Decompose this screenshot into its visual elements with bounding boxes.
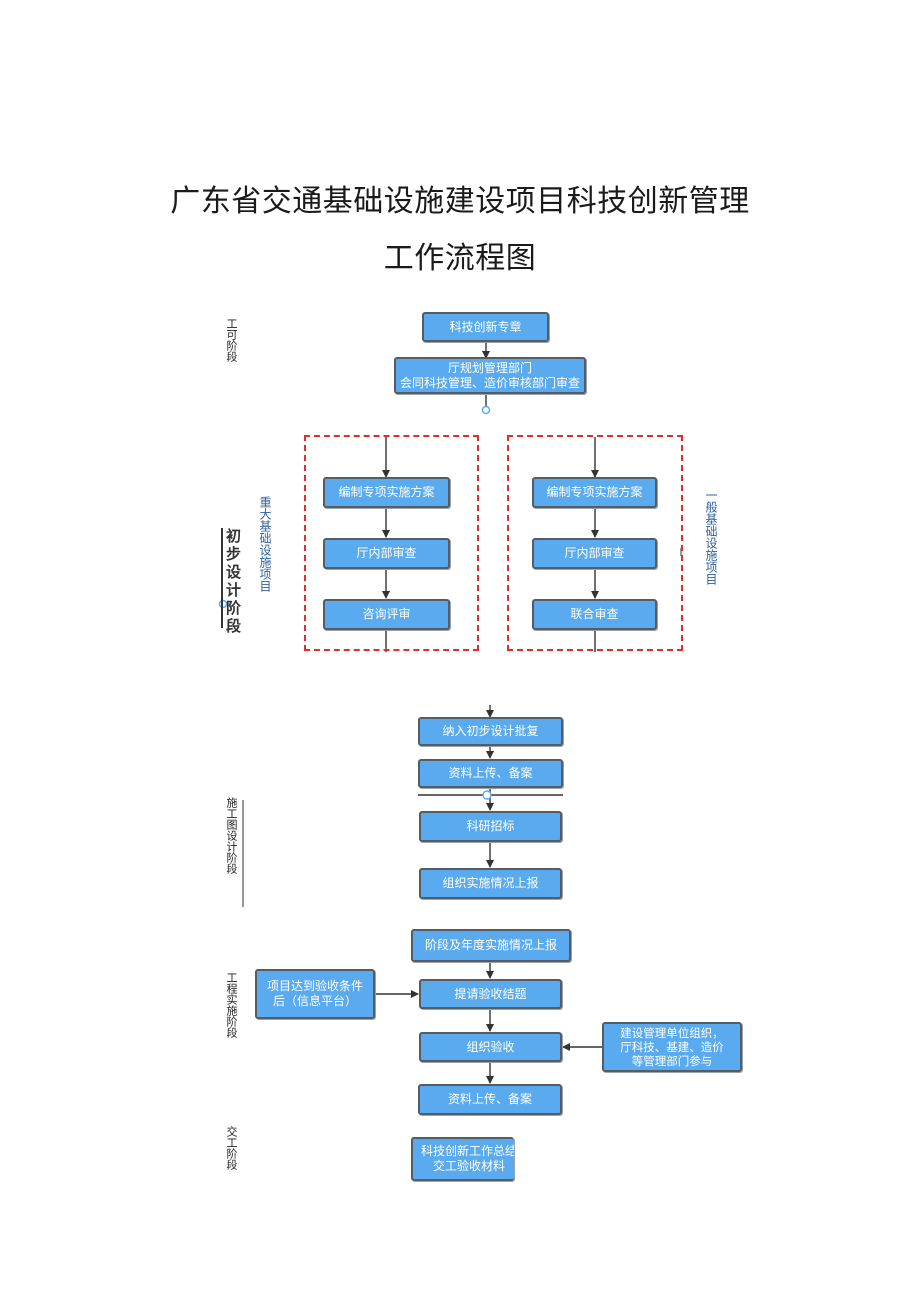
stage-label-construction-drawing: 施工图设计阶段 — [225, 797, 238, 874]
node-left-prepare-plan-label: 编制专项实施方案 — [338, 485, 435, 499]
node-innovation-summary-label: 科技创新工作总结 交工验收材料 — [421, 1144, 514, 1174]
node-innovation-summary: 科技创新工作总结 交工验收材料 — [411, 1137, 514, 1181]
stage-label-handover: 交工阶段 — [225, 1126, 238, 1170]
node-right-joint-review: 联合审查 — [532, 599, 657, 630]
node-organize-acceptance: 组织验收 — [419, 1032, 562, 1062]
node-organize-acceptance-label: 组织验收 — [466, 1039, 515, 1054]
node-annual-report: 阶段及年度实施情况上报 — [411, 929, 571, 962]
node-include-preliminary-approval-label: 纳入初步设计批复 — [442, 724, 539, 738]
node-upload-archive-1: 资料上传、备案 — [418, 759, 563, 788]
node-planning-dept-review-line1: 厅规划管理部门 — [447, 360, 532, 375]
category-label-major: 重大基础设施项目 — [258, 496, 272, 592]
node-left-internal-review: 厅内部审查 — [323, 538, 450, 569]
page-title-line2: 工作流程图 — [383, 241, 537, 276]
node-side-acceptance-condition-label: 项目达到验收条件 后（信息平台） — [267, 979, 363, 1009]
node-upload-archive-2: 资料上传、备案 — [418, 1084, 562, 1115]
node-implementation-report: 组织实施情况上报 — [419, 868, 562, 899]
node-annual-report-label: 阶段及年度实施情况上报 — [424, 938, 557, 952]
node-upload-archive-2-label: 资料上传、备案 — [447, 1092, 532, 1106]
node-side-acceptance-condition-line2: 后（信息平台） — [272, 994, 357, 1008]
node-right-prepare-plan: 编制专项实施方案 — [532, 477, 657, 508]
connector-node-top — [481, 405, 491, 415]
stage-label-project-approval: 工可阶段 — [225, 318, 238, 362]
node-tech-innovation-chapter: 科技创新专章 — [422, 312, 549, 342]
node-research-bidding-label: 科研招标 — [466, 819, 515, 833]
node-innovation-summary-line2: 交工验收材料 — [433, 1159, 506, 1173]
node-request-acceptance-label: 提请验收结题 — [454, 986, 527, 1001]
node-implementation-report-label: 组织实施情况上报 — [442, 876, 539, 890]
node-left-consult-review-label: 咨询评审 — [362, 607, 411, 621]
node-include-preliminary-approval: 纳入初步设计批复 — [418, 717, 563, 746]
node-left-internal-review-label: 厅内部审查 — [356, 546, 417, 560]
page-title-line1: 广东省交通基础设施建设项目科技创新管理 — [170, 184, 750, 219]
node-side-participants-line1: 建设管理单位组织， — [620, 1026, 724, 1040]
node-request-acceptance: 提请验收结题 — [419, 979, 562, 1009]
category-label-general: 一般基础设施项目 — [704, 489, 718, 585]
node-research-bidding: 科研招标 — [419, 811, 562, 842]
node-tech-innovation-chapter-label: 科技创新专章 — [449, 319, 522, 334]
major-project-group — [304, 435, 479, 651]
node-right-joint-review-label: 联合审查 — [570, 607, 619, 621]
node-planning-dept-review-line2: 会同科技管理、造价审核部门审查 — [399, 375, 580, 390]
node-left-prepare-plan: 编制专项实施方案 — [323, 477, 450, 508]
node-side-participants-line3: 等管理部门参与 — [631, 1054, 713, 1068]
node-right-internal-review: 厅内部审查 — [532, 538, 657, 569]
node-left-consult-review: 咨询评审 — [323, 599, 450, 630]
node-side-acceptance-condition-line1: 项目达到验收条件 — [266, 979, 363, 993]
stage-label-construction: 工程实施阶段 — [225, 972, 238, 1038]
node-right-prepare-plan-label: 编制专项实施方案 — [546, 485, 643, 499]
node-right-internal-review-label: 厅内部审查 — [564, 546, 625, 560]
node-upload-archive-1-label: 资料上传、备案 — [448, 766, 533, 780]
connector-node-mid — [482, 790, 492, 800]
node-side-acceptance-condition: 项目达到验收条件 后（信息平台） — [255, 969, 375, 1019]
general-project-group — [507, 435, 683, 651]
node-side-participants-label: 建设管理单位组织， 厅科技、基建、造价 等管理部门参与 — [620, 1026, 724, 1068]
stage-label-preliminary-design: 初步设计阶段 — [224, 528, 242, 636]
node-planning-dept-review: 厅规划管理部门 会同科技管理、造价审核部门审查 — [394, 357, 586, 394]
node-side-participants-line2: 厅科技、基建、造价 — [620, 1040, 724, 1054]
node-side-participants: 建设管理单位组织， 厅科技、基建、造价 等管理部门参与 — [602, 1022, 742, 1072]
node-innovation-summary-line1: 科技创新工作总结 — [421, 1144, 514, 1158]
node-planning-dept-review-label: 厅规划管理部门 会同科技管理、造价审核部门审查 — [400, 361, 580, 391]
